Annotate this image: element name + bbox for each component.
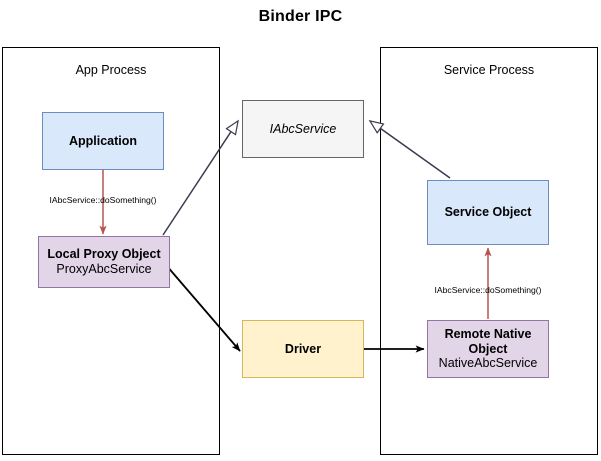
node-title: Driver: [284, 341, 322, 356]
node-title: Local Proxy Object: [47, 247, 161, 262]
edge-label-remote-native-to-service-object: IAbcService::doSomething(): [434, 285, 542, 295]
page-title: Binder IPC: [258, 8, 343, 25]
container-service-process: [380, 47, 598, 455]
container-label-app-process: App Process: [75, 63, 147, 77]
node-title: Service Object: [444, 205, 532, 220]
node-driver: Driver: [242, 320, 364, 378]
node-title: Application: [68, 133, 138, 148]
node-title: Remote Native Object: [444, 326, 532, 356]
container-label-service-process: Service Process: [443, 63, 535, 77]
node-iabcservice: IAbcService: [242, 100, 364, 158]
node-application: Application: [42, 112, 164, 170]
node-service-object: Service Object: [427, 180, 549, 245]
node-subtitle: ProxyAbcService: [56, 262, 152, 276]
node-title: IAbcService: [269, 121, 337, 136]
edge-label-application-to-local-proxy: IAbcService::doSomething(): [49, 195, 157, 205]
node-subtitle: NativeAbcService: [438, 356, 538, 371]
